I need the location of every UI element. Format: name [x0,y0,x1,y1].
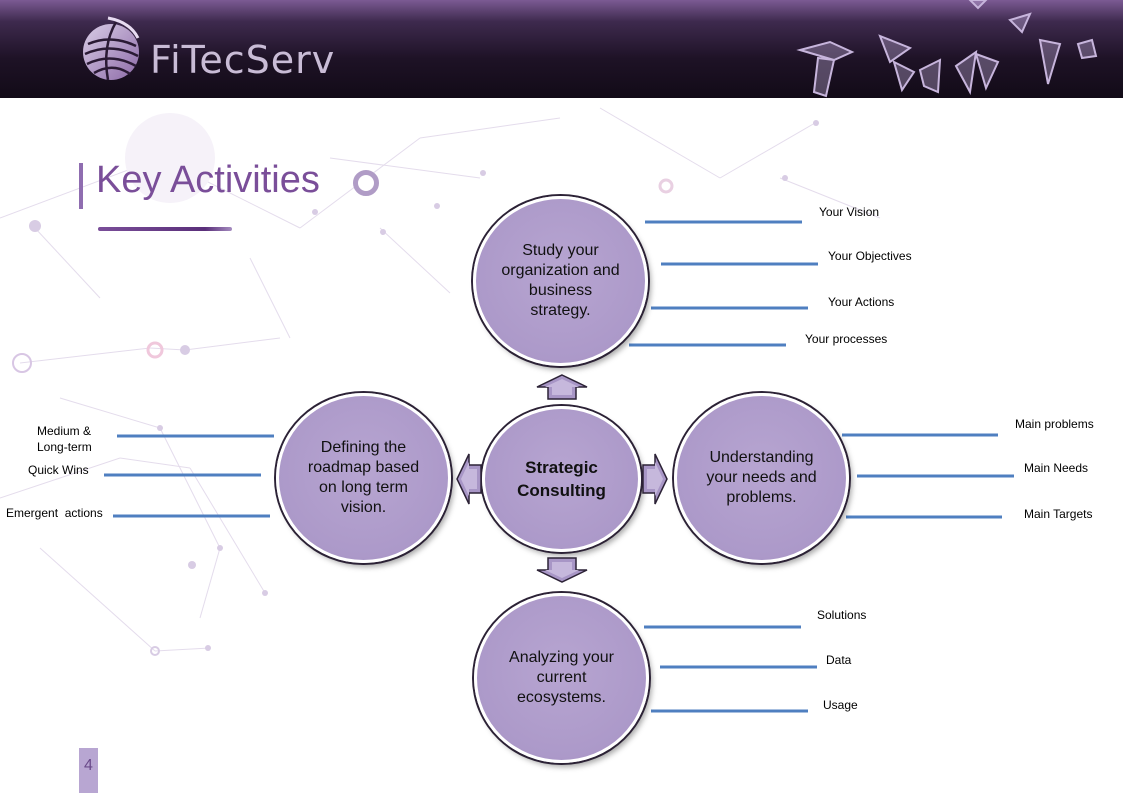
title-ring-decoration [353,170,379,196]
logo-text: FiTecServ [150,38,336,82]
header-banner: FiTecServ [0,0,1123,98]
page-title: Key Activities [96,159,320,201]
label-your-actions: Your Actions [828,295,895,309]
circle-strategic-consulting: Strategic Consulting [482,406,641,552]
label-solutions: Solutions [817,608,867,622]
circle-defining-roadmap-text: Defining the roadmap based on long term … [307,439,420,516]
circle-understanding-needs: Understanding your needs and problems. [674,393,849,563]
arrow-left-icon [456,453,482,505]
circle-study-strategy-text: Study your organization and business str… [501,242,620,319]
label-medium: Medium & [37,424,92,438]
circle-study-strategy: Study your organization and business str… [473,196,648,366]
label-data: Data [826,653,852,667]
label-usage: Usage [823,698,858,712]
title-underline [98,227,232,231]
label-long-term: Long-term [37,440,92,454]
circle-defining-roadmap: Defining the roadmap based on long term … [276,393,451,563]
label-your-processes: Your processes [805,332,888,346]
logo-globe-icon [83,16,140,81]
arrow-right-icon [642,453,668,505]
arrow-up-icon [536,374,588,400]
label-main-targets: Main Targets [1024,507,1093,521]
label-emergent-actions: Emergent actions [6,506,103,520]
circle-understanding-needs-text: Understanding your needs and problems. [706,449,817,506]
circle-analyzing-ecosystems: Analyzing your current ecosystems. [474,593,649,763]
label-main-problems: Main problems [1015,417,1094,431]
background-network-pattern [0,107,881,656]
circle-analyzing-ecosystems-text: Analyzing your current ecosystems. [509,649,614,706]
label-your-vision: Your Vision [819,205,880,219]
label-main-needs: Main Needs [1024,461,1089,475]
page-number: 4 [79,748,98,793]
label-your-objectives: Your Objectives [828,249,912,263]
title-accent-bar [79,163,83,209]
label-quick-wins: Quick Wins [28,463,89,477]
decorative-polygons [796,0,1098,98]
circle-center-text: Strategic Consulting [517,458,606,500]
arrow-down-icon [536,557,588,583]
